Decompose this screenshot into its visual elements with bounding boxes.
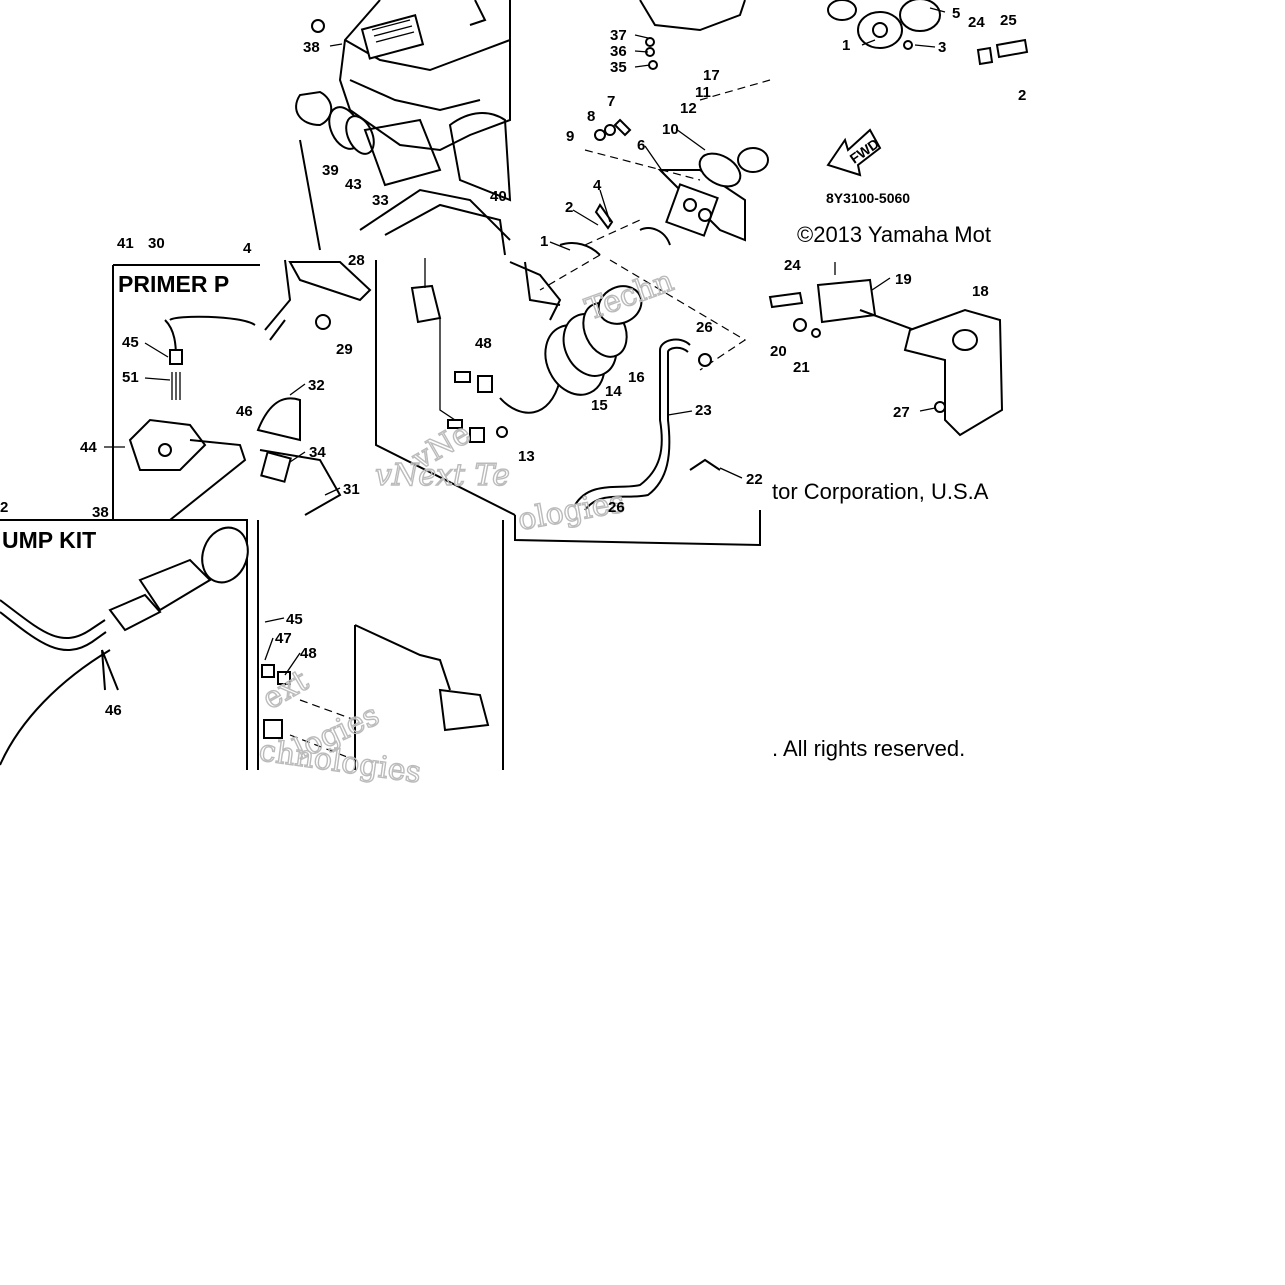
callout-label: 8 bbox=[587, 108, 595, 125]
callout-label: 46 bbox=[236, 403, 253, 420]
copyright-line-3: . All rights reserved. bbox=[772, 736, 965, 761]
callout-label: 33 bbox=[372, 192, 389, 209]
watermark-text: vNext Te bbox=[375, 458, 510, 493]
callout-label: 37 bbox=[610, 27, 627, 44]
callout-label: 24 bbox=[784, 257, 801, 274]
callout-label: 2 bbox=[1018, 87, 1026, 104]
callout-label: 38 bbox=[92, 504, 109, 521]
callout-label: 7 bbox=[607, 93, 615, 110]
callout-label: 41 bbox=[117, 235, 134, 252]
fitting-assembly-drawing: FWD bbox=[826, 0, 1029, 177]
bracket-drawing bbox=[768, 262, 1004, 437]
callout-label: 6 bbox=[637, 137, 645, 154]
callout-label: 48 bbox=[300, 645, 317, 662]
callout-label: 22 bbox=[746, 471, 763, 488]
callout-label: 40 bbox=[490, 188, 507, 205]
callout-label: 5 bbox=[952, 5, 960, 22]
callout-label: 4 bbox=[593, 177, 602, 194]
callout-label: 17 bbox=[703, 67, 720, 84]
callout-label: 31 bbox=[343, 481, 360, 498]
callout-label: 12 bbox=[680, 100, 697, 117]
callout-label: 47 bbox=[275, 630, 292, 647]
callout-label: 20 bbox=[770, 343, 787, 360]
callout-label: 35 bbox=[610, 59, 627, 76]
callout-label: 44 bbox=[80, 439, 97, 456]
intake-joint-drawing bbox=[514, 254, 761, 547]
callout-label: 48 bbox=[475, 335, 492, 352]
primer-line-detail bbox=[257, 520, 504, 770]
copyright-line-2: tor Corporation, U.S.A bbox=[772, 479, 989, 504]
callout-label: 26 bbox=[696, 319, 713, 336]
primer-pump-box-left bbox=[112, 259, 372, 521]
primer-pump-title-left: PRIMER P bbox=[118, 271, 229, 297]
callout-label: 30 bbox=[148, 235, 165, 252]
callout-label: 11 bbox=[695, 84, 711, 101]
callout-label: 25 bbox=[1000, 12, 1017, 29]
callout-label: 19 bbox=[895, 271, 912, 288]
callout-label: 2 bbox=[0, 499, 8, 516]
callout-label: 4 bbox=[243, 240, 252, 257]
copyright-line-1: ©2013 Yamaha Mot bbox=[797, 222, 991, 247]
callout-label: 9 bbox=[566, 128, 574, 145]
callout-label: 3 bbox=[938, 39, 946, 56]
callout-label: 27 bbox=[893, 404, 910, 421]
callout-label: 39 bbox=[322, 162, 339, 179]
callout-label: 45 bbox=[122, 334, 139, 351]
callout-label: 46 bbox=[105, 702, 122, 719]
callout-label: 16 bbox=[628, 369, 645, 386]
primer-pump-box-right bbox=[0, 519, 249, 770]
callout-label: 26 bbox=[608, 499, 625, 516]
callout-label: 38 bbox=[303, 39, 320, 56]
callout-label: 13 bbox=[518, 448, 535, 465]
callout-label: 10 bbox=[662, 121, 679, 138]
callout-label: 51 bbox=[122, 369, 139, 386]
callout-label: 2 bbox=[565, 199, 573, 216]
diagram-code: 8Y3100-5060 bbox=[826, 190, 910, 206]
fuel-line-drawing bbox=[375, 258, 562, 516]
callout-label: 21 bbox=[793, 359, 810, 376]
callout-label: 1 bbox=[540, 233, 548, 250]
callout-labels: 38 39 43 33 40 41 30 4 28 29 45 51 48 44… bbox=[0, 5, 1026, 719]
callout-label: 29 bbox=[336, 341, 353, 358]
callout-label: 23 bbox=[695, 402, 712, 419]
callout-label: 43 bbox=[345, 176, 362, 193]
callout-label: 18 bbox=[972, 283, 989, 300]
callout-label: 1 bbox=[842, 37, 850, 54]
callout-label: 15 bbox=[591, 397, 608, 414]
fwd-arrow-icon: FWD bbox=[826, 128, 882, 177]
callout-label: 24 bbox=[968, 14, 985, 31]
callout-label: 34 bbox=[309, 444, 326, 461]
silencer-assembly-drawing bbox=[295, 0, 512, 256]
leader-lines bbox=[104, 7, 946, 676]
primer-pump-title-right: UMP KIT bbox=[2, 527, 96, 553]
callout-label: 28 bbox=[348, 252, 365, 269]
callout-label: 45 bbox=[286, 611, 303, 628]
callout-label: 32 bbox=[308, 377, 325, 394]
callout-label: 36 bbox=[610, 43, 627, 60]
callout-label: 14 bbox=[605, 383, 622, 400]
